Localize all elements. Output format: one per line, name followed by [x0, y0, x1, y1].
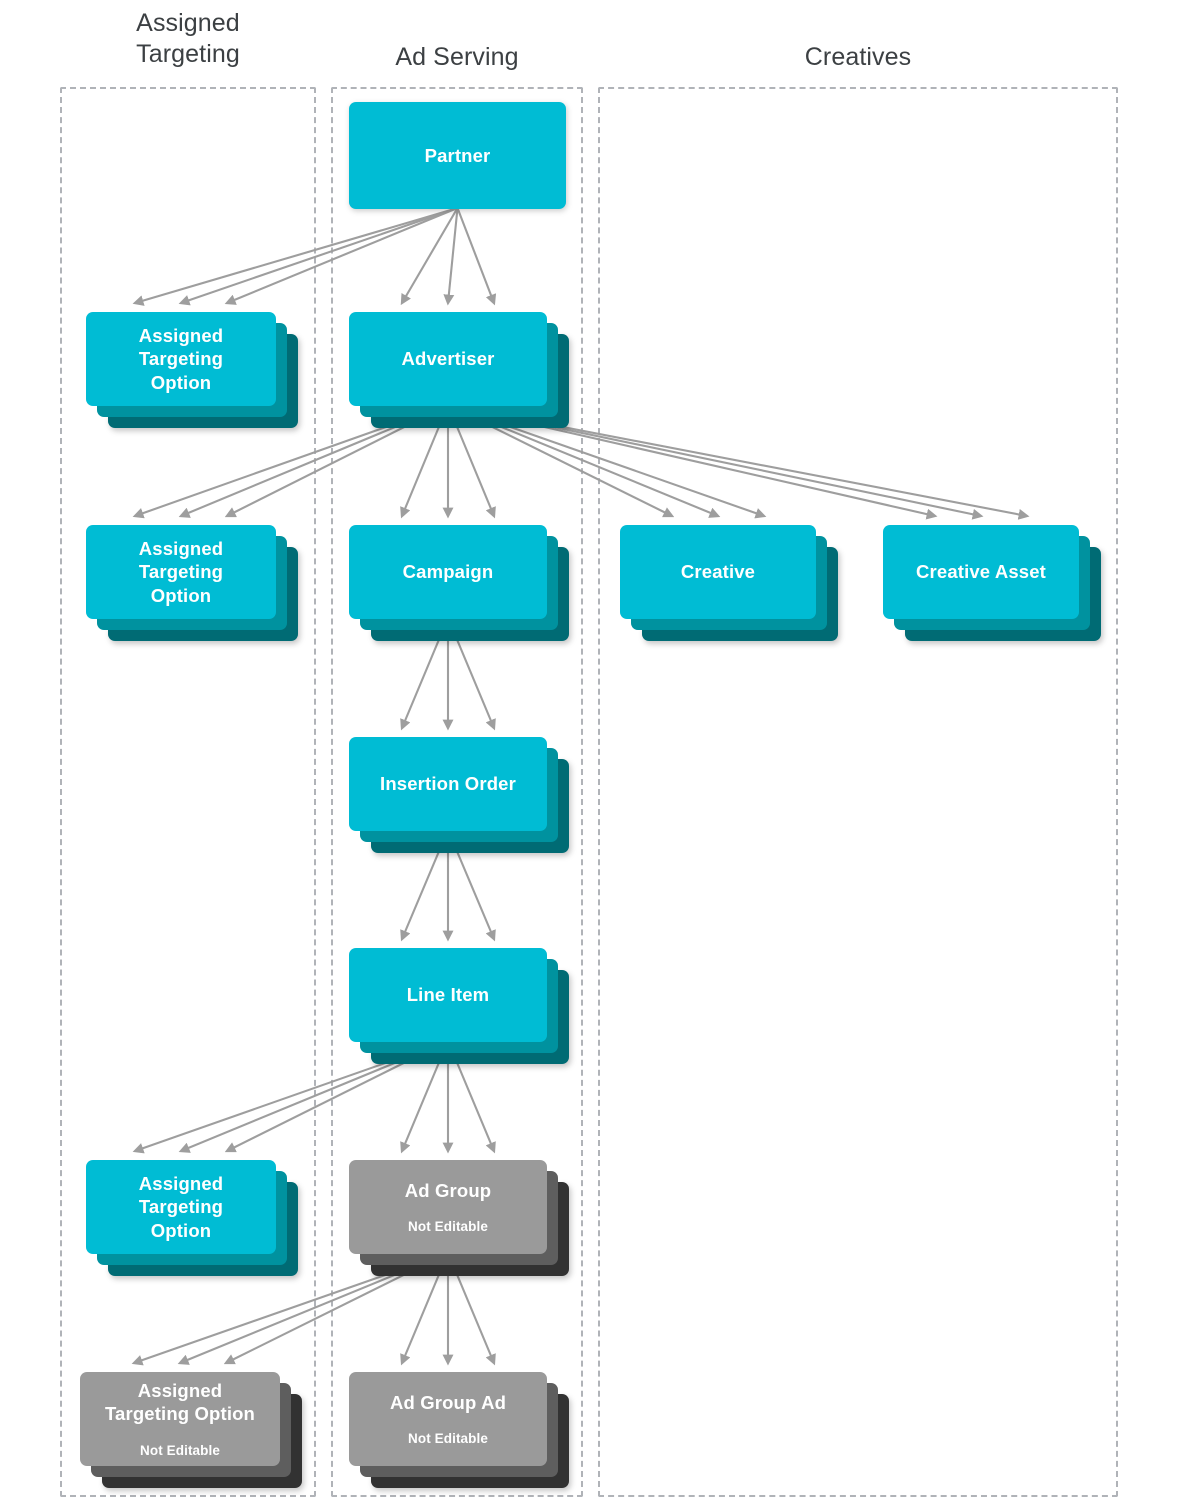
node-face-partner[interactable]: Partner: [349, 102, 566, 209]
node-assigned-targeting-option-advertiser[interactable]: Assigned Targeting Option: [86, 525, 298, 641]
node-partner[interactable]: Partner: [349, 102, 566, 209]
node-face-ad-group-ad[interactable]: Ad Group Ad Not Editable: [349, 1372, 547, 1466]
node-title: Ad Group Ad: [389, 1391, 507, 1413]
column-header-ad-serving: Ad Serving: [395, 43, 519, 71]
node-face-insertion-order[interactable]: Insertion Order: [349, 737, 547, 831]
node-assigned-targeting-option-partner[interactable]: Assigned Targeting Option: [86, 312, 298, 428]
node-title: Partner: [424, 144, 491, 166]
node-advertiser[interactable]: Advertiser: [349, 312, 569, 428]
node-title: Creative Asset: [916, 561, 1046, 583]
node-insertion-order[interactable]: Insertion Order: [349, 737, 569, 853]
node-face-assigned-targeting-option-advertiser[interactable]: Assigned Targeting Option: [86, 525, 276, 619]
node-title: Advertiser: [401, 348, 495, 370]
node-line-item[interactable]: Line Item: [349, 948, 569, 1064]
node-subtitle: Not Editable: [408, 1431, 488, 1447]
node-creative[interactable]: Creative: [620, 525, 838, 641]
node-title: Assigned Targeting Option: [138, 1172, 224, 1241]
node-title: Insertion Order: [380, 773, 516, 795]
node-creative-asset[interactable]: Creative Asset: [883, 525, 1101, 641]
node-subtitle: Not Editable: [408, 1219, 488, 1235]
node-title: Assigned Targeting Option: [138, 537, 224, 606]
node-face-advertiser[interactable]: Advertiser: [349, 312, 547, 406]
node-ad-group-ad[interactable]: Ad Group Ad Not Editable: [349, 1372, 569, 1488]
swimlane-assigned-targeting: [60, 87, 316, 1497]
node-title: Ad Group: [404, 1179, 492, 1201]
node-face-creative-asset[interactable]: Creative Asset: [883, 525, 1079, 619]
node-face-creative[interactable]: Creative: [620, 525, 816, 619]
node-face-line-item[interactable]: Line Item: [349, 948, 547, 1042]
node-subtitle: Not Editable: [140, 1442, 220, 1458]
node-title: Assigned Targeting Option: [138, 324, 224, 393]
node-face-assigned-targeting-option-partner[interactable]: Assigned Targeting Option: [86, 312, 276, 406]
column-header-assigned-targeting: Assigned Targeting: [136, 9, 240, 68]
node-title: Line Item: [406, 984, 490, 1006]
node-face-campaign[interactable]: Campaign: [349, 525, 547, 619]
swimlane-ad-serving: [331, 87, 583, 1497]
swimlane-creatives: [598, 87, 1118, 1497]
column-header-creatives: Creatives: [804, 43, 912, 71]
node-title: Creative: [680, 561, 756, 583]
node-campaign[interactable]: Campaign: [349, 525, 569, 641]
node-face-assigned-targeting-option-line-item[interactable]: Assigned Targeting Option: [86, 1160, 276, 1254]
node-assigned-targeting-option-line-item[interactable]: Assigned Targeting Option: [86, 1160, 298, 1276]
node-title: Assigned Targeting Option: [104, 1379, 256, 1425]
node-title: Campaign: [402, 561, 494, 583]
